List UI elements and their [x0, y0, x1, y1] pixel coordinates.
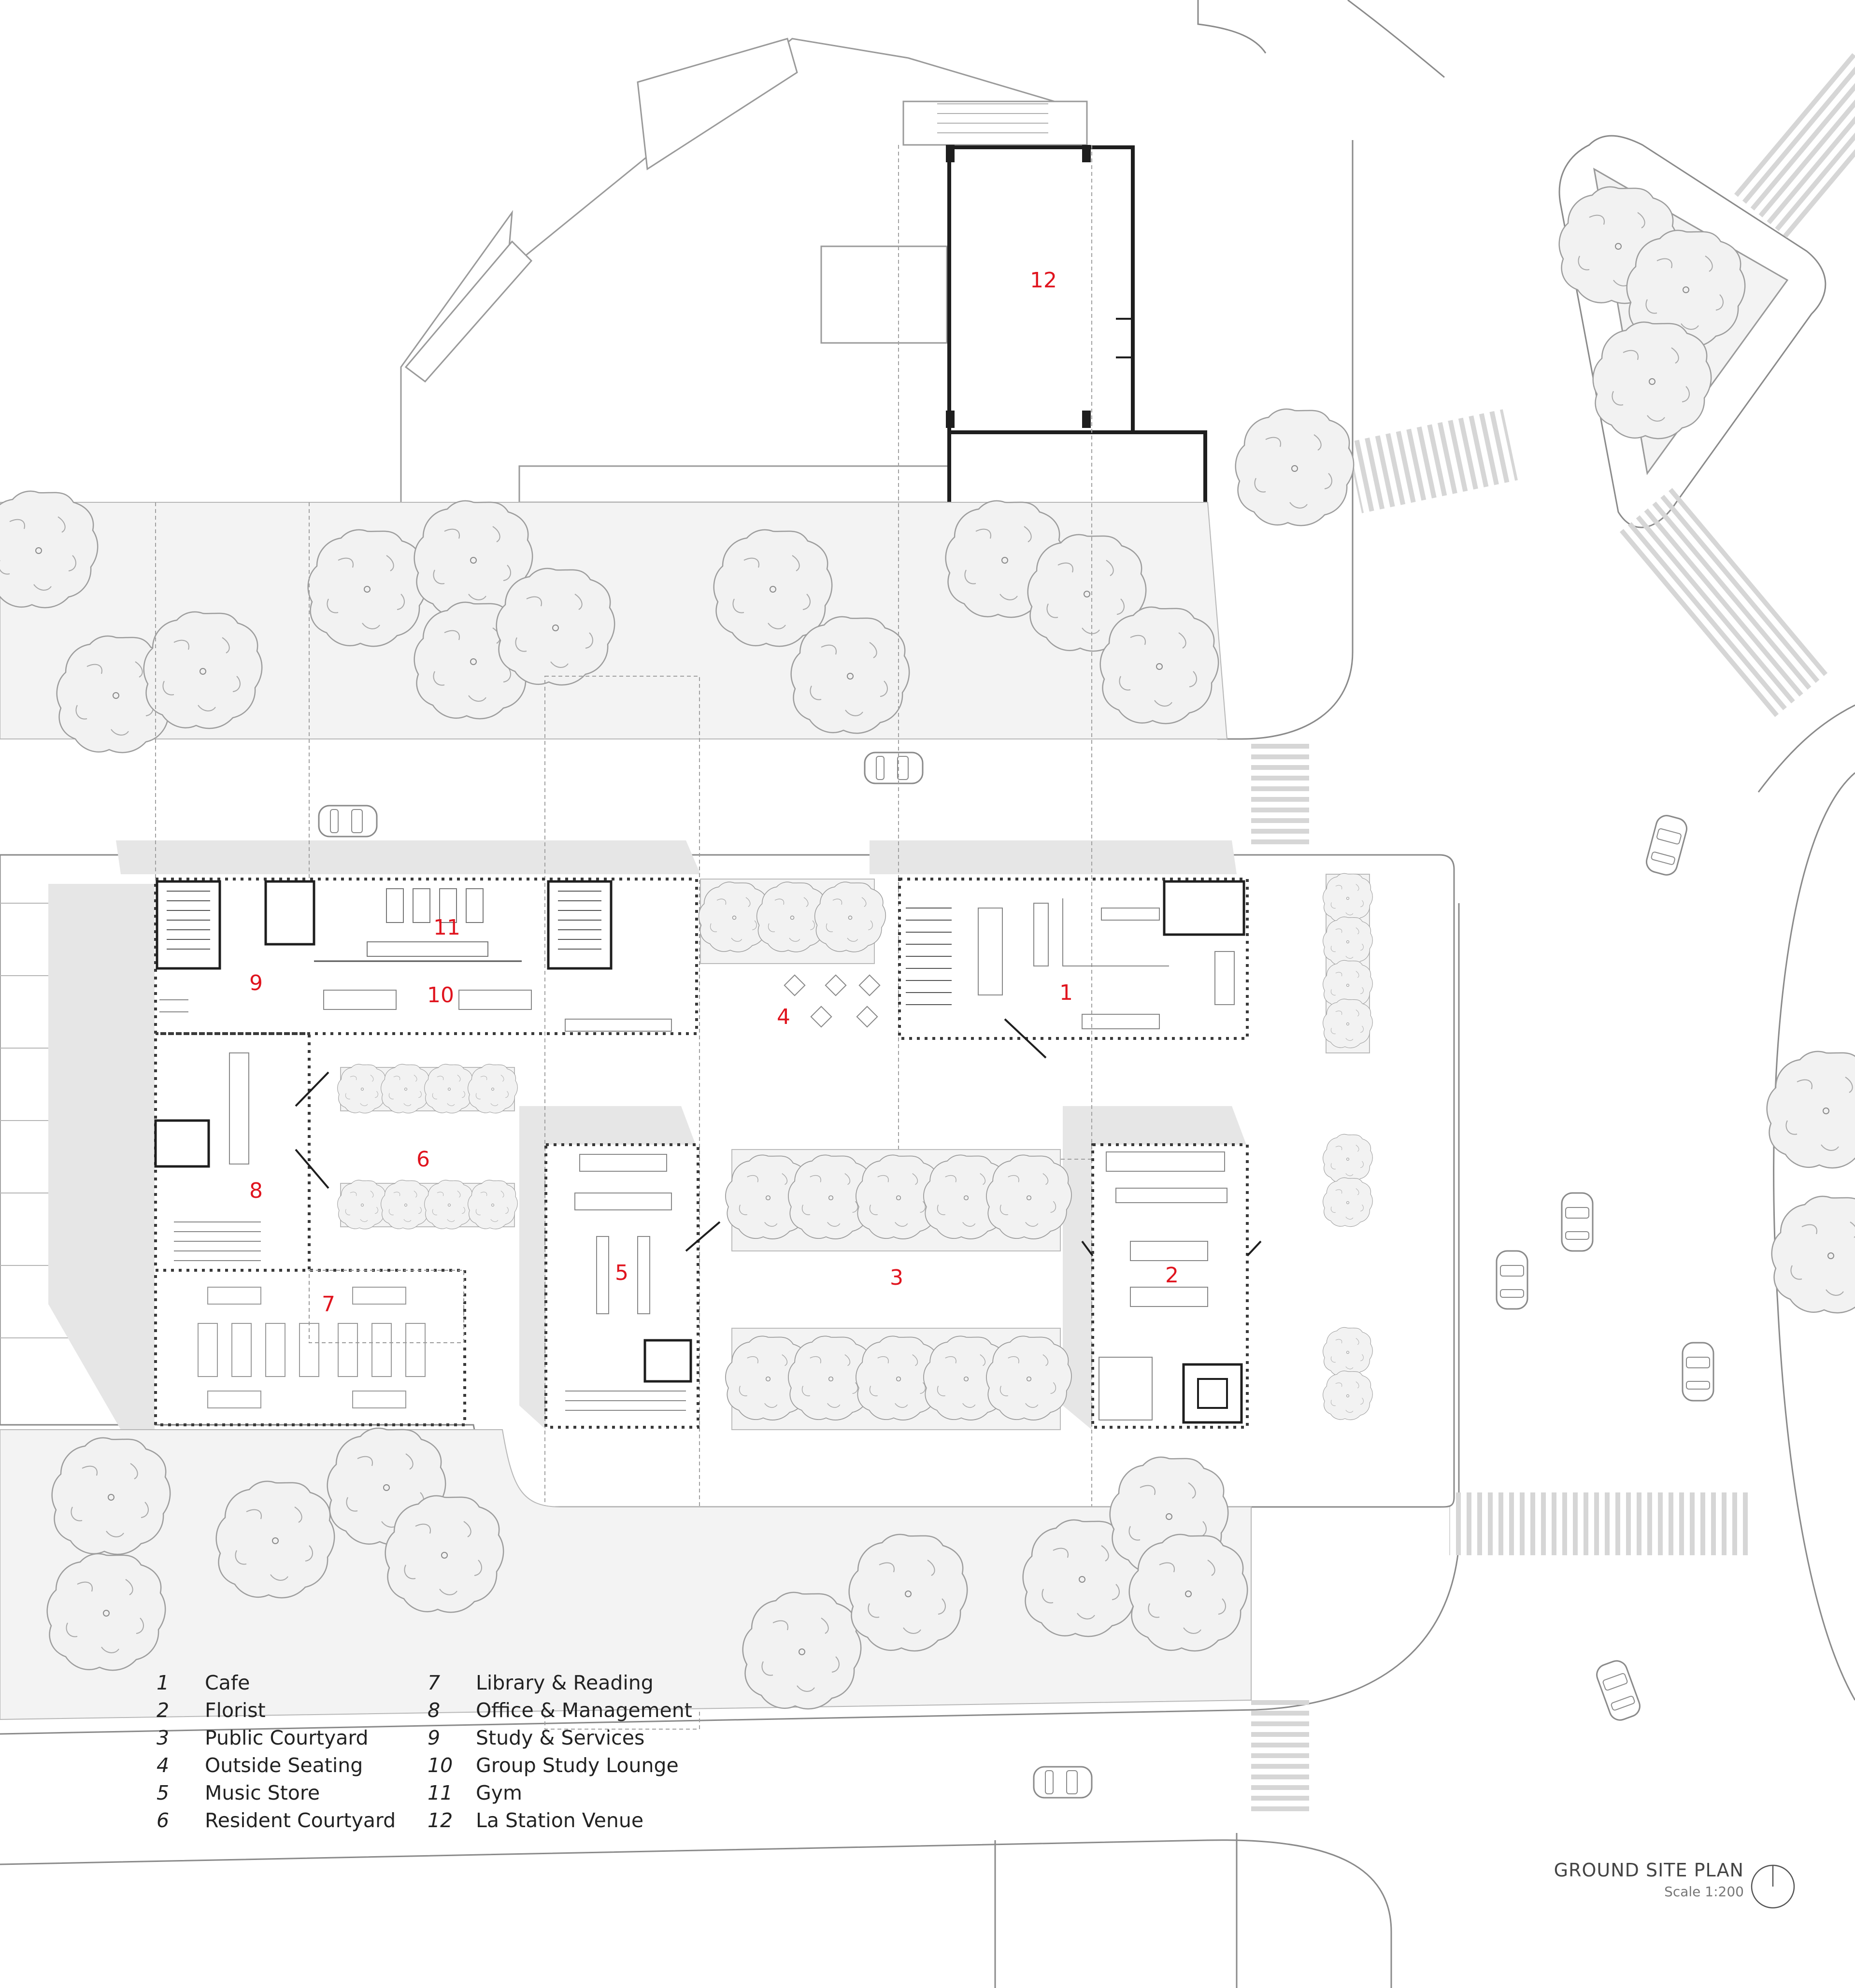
label-11: 11: [433, 915, 460, 940]
legend-item: 9 Study & Services: [428, 1724, 692, 1751]
legend-number: 11: [428, 1781, 453, 1804]
building-office-library: [154, 1032, 466, 1426]
label-8: 8: [249, 1179, 263, 1203]
legend-number: 8: [428, 1698, 441, 1722]
label-1: 1: [1059, 980, 1073, 1005]
title-block: GROUND SITE PLAN Scale 1:200: [1522, 1860, 1744, 1900]
label-12: 12: [1030, 268, 1057, 293]
legend-number: 4: [157, 1753, 170, 1777]
legend-label: Study & Services: [476, 1726, 645, 1749]
legend-label: Outside Seating: [205, 1753, 363, 1777]
legend-item: 1 Cafe: [157, 1669, 396, 1696]
label-6: 6: [416, 1147, 430, 1172]
legend-label: Public Courtyard: [205, 1726, 369, 1749]
legend-label: Florist: [205, 1698, 266, 1722]
building-venue: [946, 145, 1207, 509]
crosswalks: [1251, 51, 1855, 1811]
legend-item: 8 Office & Management: [428, 1696, 692, 1724]
plan-title: GROUND SITE PLAN: [1554, 1860, 1744, 1881]
legend-item: 12 La Station Venue: [428, 1806, 692, 1834]
label-3: 3: [890, 1265, 903, 1290]
legend-label: Music Store: [205, 1781, 320, 1804]
legend-number: 2: [157, 1698, 170, 1722]
legend-number: 1: [157, 1671, 170, 1694]
legend-item: 7 Library & Reading: [428, 1669, 692, 1696]
building-study-gym: [154, 878, 698, 1035]
legend-label: Office & Management: [476, 1698, 692, 1722]
building-florist: [1081, 1143, 1262, 1429]
legend-label: Resident Courtyard: [205, 1808, 396, 1832]
legend-item: 10 Group Study Lounge: [428, 1751, 692, 1779]
building-cafe: [898, 878, 1249, 1059]
legend-number: 3: [157, 1726, 170, 1749]
legend-item: 11 Gym: [428, 1779, 692, 1806]
legend-label: Cafe: [205, 1671, 250, 1694]
label-7: 7: [322, 1292, 335, 1317]
legend-column-left: 1 Cafe 2 Florist 3 Public Courtyard 4 Outsid…: [157, 1669, 396, 1834]
east-trees: [1323, 873, 1855, 1420]
legend-number: 9: [428, 1726, 441, 1749]
legend-label: La Station Venue: [476, 1808, 644, 1832]
label-5: 5: [615, 1261, 628, 1285]
label-2: 2: [1165, 1263, 1179, 1288]
outside-tables: [784, 974, 881, 1028]
legend-item: 3 Public Courtyard: [157, 1724, 396, 1751]
north-arrow-icon: [1751, 1864, 1795, 1909]
legend-label: Library & Reading: [476, 1671, 654, 1694]
label-4: 4: [777, 1005, 790, 1029]
legend-number: 10: [428, 1753, 453, 1777]
legend-number: 5: [157, 1781, 170, 1804]
legend-number: 7: [428, 1671, 441, 1694]
building-music: [544, 1143, 721, 1429]
legend-number: 12: [428, 1808, 453, 1832]
legend-item: 5 Music Store: [157, 1779, 396, 1806]
room-labels: 12 11 10 9 4 1 6 8 5 3 2 7: [249, 268, 1179, 1317]
traffic-island: [1558, 135, 1826, 528]
shadows: [48, 840, 1246, 1430]
legend-item: 2 Florist: [157, 1696, 396, 1724]
legend-item: 6 Resident Courtyard: [157, 1806, 396, 1834]
label-9: 9: [249, 971, 263, 995]
plan-scale: Scale 1:200: [1664, 1884, 1744, 1900]
grid-lines: [155, 145, 1092, 1730]
legend-item: 4 Outside Seating: [157, 1751, 396, 1779]
label-10: 10: [427, 983, 454, 1008]
legend-label: Group Study Lounge: [476, 1753, 679, 1777]
legend-label: Gym: [476, 1781, 522, 1804]
legend-number: 6: [157, 1808, 170, 1832]
